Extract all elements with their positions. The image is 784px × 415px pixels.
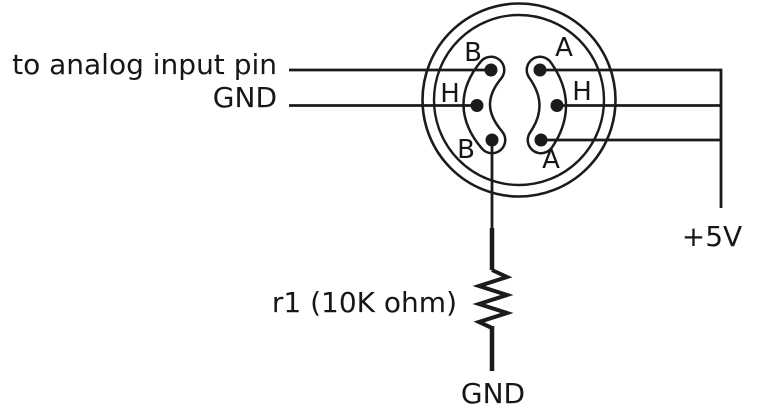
- pin-label-h-right: H: [572, 77, 592, 107]
- gnd-left-label: GND: [213, 81, 277, 114]
- pin-a-top: [533, 63, 547, 77]
- pin-b-top: [484, 63, 498, 77]
- pin-a-bottom: [534, 133, 548, 147]
- resistor-symbol: [472, 228, 514, 371]
- resistor-zigzag: [472, 268, 514, 330]
- pin-label-a-top: A: [555, 33, 573, 63]
- analog-input-label: to analog input pin: [12, 48, 277, 81]
- pin-h-right: [550, 99, 564, 112]
- pin-label-b-bottom: B: [457, 135, 475, 165]
- pin-label-h-left: H: [440, 79, 460, 109]
- sensor-outer-ring: [421, 2, 617, 198]
- gnd-bottom-label: GND: [461, 377, 525, 410]
- pin-b-bottom: [485, 133, 499, 147]
- sensor-inner-ring: [432, 13, 606, 187]
- sensor-pins: [470, 63, 564, 147]
- pin-label-a-bottom: A: [542, 145, 560, 175]
- pin-h-left: [470, 99, 484, 112]
- resistor-label: r1 (10K ohm): [272, 286, 457, 319]
- wires: [289, 68, 723, 230]
- pin-label-b-top: B: [464, 38, 482, 68]
- supply-5v-label: +5V: [682, 220, 742, 253]
- sensor-body: [421, 2, 617, 198]
